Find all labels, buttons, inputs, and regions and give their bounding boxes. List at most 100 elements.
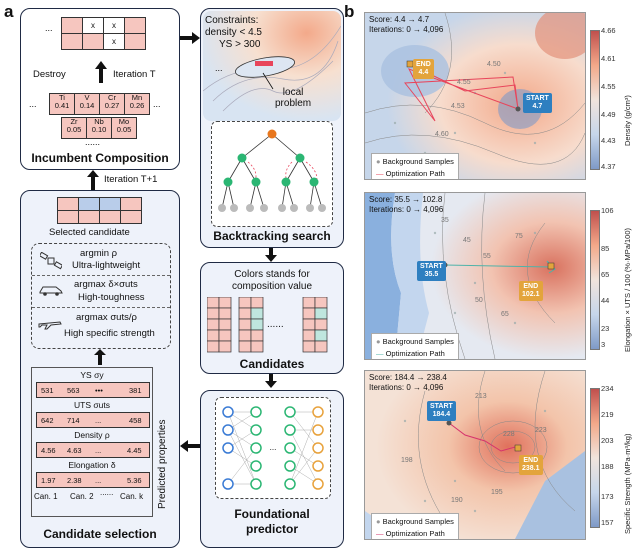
- candidates-box: Colors stands for composition value: [200, 262, 344, 374]
- property-value: 458: [129, 416, 142, 425]
- toughness-cbar-title: Elongation × UTS / 100 (%·MPa/100): [623, 227, 632, 352]
- contour-label: 195: [491, 489, 503, 496]
- backtracking-title: Backtracking search: [213, 229, 331, 243]
- legend-bg-label: Background Samples: [382, 517, 454, 526]
- cbar-tick: 3: [601, 340, 606, 349]
- cbar-tick: 234: [601, 384, 614, 393]
- end-value: 238.1: [522, 465, 540, 472]
- toughness-contour: [365, 193, 585, 359]
- contour-label: 4.55: [457, 79, 471, 86]
- property-value: ...: [95, 476, 102, 485]
- panel-b-letter: b: [344, 2, 355, 21]
- plot-iterations: Iterations: 0 → 4,096: [369, 205, 444, 214]
- svg-text:...: ...: [270, 443, 277, 452]
- candidates-note: Colors stands for composition value: [231, 269, 313, 292]
- cbar-tick: 4.43: [601, 136, 616, 145]
- candidate-label: Can. 2: [70, 492, 94, 501]
- objectives-box: argmin ρ Ultra-lightweight argmax δ×σuts…: [31, 243, 171, 349]
- destroyed-grid: x x x: [61, 17, 146, 50]
- property-value: 381: [129, 386, 142, 395]
- element-cell: Zr 0.05: [61, 117, 87, 139]
- cbar-tick: 188: [601, 462, 614, 471]
- constraint-line: Constraints:: [205, 15, 259, 26]
- candidate-selection-box: Selected candidate argmin ρ Ultra-lightw…: [20, 190, 180, 548]
- local-problem-map: [203, 11, 341, 121]
- objective-label: High-toughness: [78, 292, 145, 303]
- property-value: 4.45: [127, 446, 142, 455]
- candidate-dots: ......: [100, 488, 114, 497]
- search-tree: [211, 121, 333, 227]
- specific-strength-plot: Score: 184.4 → 238.4 Iterations: 0 → 4,0…: [364, 370, 586, 540]
- property-value: 1.97: [41, 476, 56, 485]
- element-cell: V 0.14: [74, 93, 100, 115]
- constraint-line: YS > 300: [219, 39, 261, 50]
- element-cell: Mo 0.05: [111, 117, 137, 139]
- destroy-mark: x: [103, 33, 125, 50]
- iteration-t-label: Iteration T: [113, 69, 156, 80]
- legend-path-label: Optimization Path: [385, 529, 445, 538]
- selection-title: Candidate selection: [43, 527, 157, 541]
- strength-cbar-title: Specific Strength (MPa·m³/kg): [623, 433, 632, 534]
- cbar-tick: 4.49: [601, 110, 616, 119]
- contour-label: 4.53: [451, 103, 465, 110]
- start-value: 4.7: [532, 103, 543, 110]
- up-arrow-icon: [94, 349, 106, 365]
- down-arrow-icon: [265, 248, 277, 262]
- element-cell: Nb 0.10: [86, 117, 112, 139]
- contour-label: 35: [441, 217, 449, 224]
- contour-label: 75: [515, 233, 523, 240]
- objective-formula: argmin ρ: [80, 248, 118, 259]
- legend-bg-label: Background Samples: [382, 157, 454, 166]
- density-colorbar: [590, 30, 600, 170]
- candidate-label: Can. 1: [34, 492, 58, 501]
- tree-graph: [218, 129, 326, 212]
- end-label: END: [523, 457, 539, 464]
- property-row: 642 714 ... 458: [36, 412, 150, 428]
- contour-label: 228: [503, 431, 515, 438]
- property-row: 531 563 ••• 381: [36, 382, 150, 398]
- legend-bg-label: Background Samples: [382, 337, 454, 346]
- iteration-t1-label: Iteration T+1: [104, 174, 158, 185]
- property-name: Elongation δ: [68, 460, 116, 470]
- plot-score: Score: 35.5 → 102.8: [369, 195, 443, 204]
- plot-legend: ● Background Samples — Optimization Path: [371, 333, 459, 359]
- strength-colorbar: [590, 388, 600, 528]
- contour-label: 45: [463, 237, 471, 244]
- objective-label: High specific strength: [64, 328, 155, 339]
- property-row: 1.97 2.38 ... 5.36: [36, 472, 150, 488]
- local-problem-label: local problem: [275, 87, 312, 109]
- down-arrow-icon: [265, 374, 277, 388]
- element-cell: Mn 0.26: [124, 93, 150, 115]
- density-cbar-title: Density (g/cm³): [623, 95, 632, 146]
- strength-contour: [365, 371, 585, 539]
- car-icon: [39, 286, 63, 296]
- objective-formula: argmax σuts/ρ: [76, 312, 137, 323]
- cbar-tick: 23: [601, 324, 610, 333]
- start-value: 35.5: [424, 271, 439, 278]
- selected-candidate-label: Selected candidate: [49, 227, 130, 238]
- panel-a-letter: a: [4, 2, 14, 21]
- left-arrow-icon: [180, 440, 200, 452]
- element-cell: Ti 0.41: [49, 93, 75, 115]
- contour-label: 50: [475, 297, 483, 304]
- contour-label: 190: [451, 497, 463, 504]
- end-label: END: [416, 61, 431, 68]
- cbar-tick: 203: [601, 436, 614, 445]
- property-value: 563: [67, 386, 80, 395]
- destroy-label: Destroy: [33, 69, 66, 80]
- legend-path-label: Optimization Path: [385, 349, 445, 358]
- plot-score: Score: 4.4 → 4.7: [369, 15, 430, 24]
- properties-box: YS σy 531 563 ••• 381 UTS σuts 642 714 .…: [31, 367, 153, 517]
- contour-label: 55: [483, 253, 491, 260]
- property-value: ...: [95, 416, 102, 425]
- property-name: UTS σuts: [74, 400, 110, 410]
- start-label: START: [430, 403, 453, 410]
- destroy-mark: x: [82, 17, 104, 34]
- dots-top: ...: [45, 23, 53, 33]
- plot-iterations: Iterations: 0 → 4,096: [369, 383, 444, 392]
- start-label: START: [526, 95, 549, 102]
- plot-legend: ● Background Samples — Optimization Path: [371, 153, 459, 179]
